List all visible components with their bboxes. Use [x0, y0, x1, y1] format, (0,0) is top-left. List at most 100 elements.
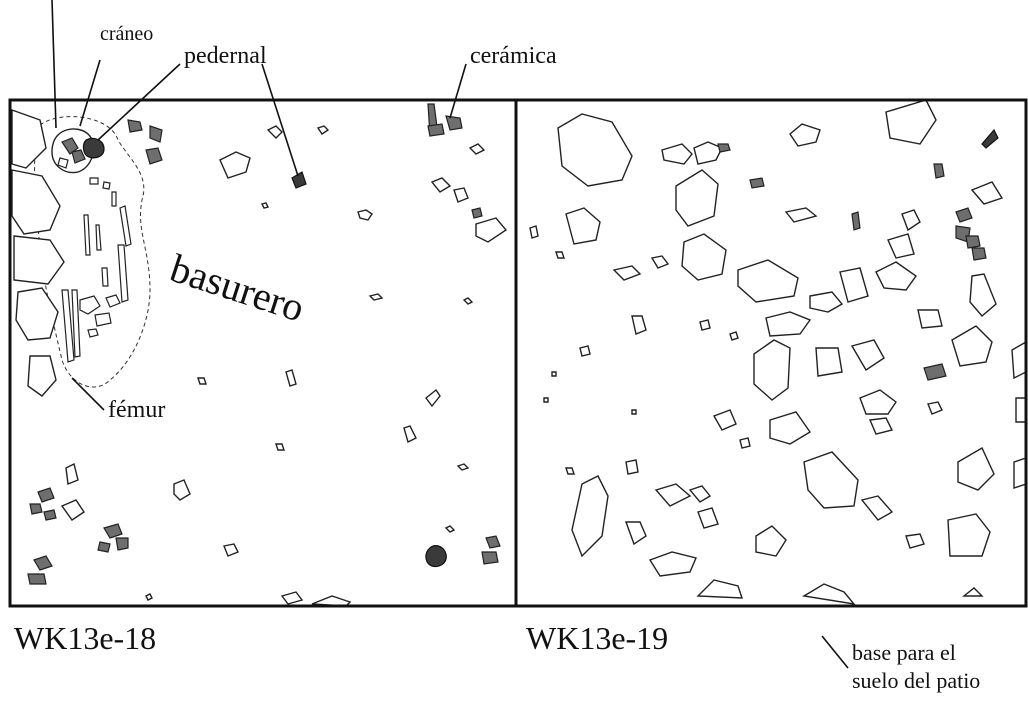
- label-ceramica: cerámica: [470, 43, 557, 69]
- stone: [693, 141, 723, 165]
- left-unit-stones: [60, 125, 508, 607]
- stone: [970, 181, 1004, 205]
- stone: [648, 551, 697, 577]
- femur-bone: [71, 289, 81, 358]
- stone: [571, 475, 609, 558]
- stone: [969, 273, 997, 317]
- flint-piece: [425, 545, 447, 568]
- stone: [860, 495, 894, 521]
- stone: [579, 345, 591, 357]
- stone: [675, 169, 719, 227]
- ceramic-sherd: [103, 523, 123, 539]
- bone-fragment: [83, 214, 91, 256]
- ceramic-sherd: [485, 535, 501, 549]
- femur-bone: [61, 289, 75, 363]
- stone: [803, 451, 859, 509]
- stone: [475, 217, 508, 243]
- flint-piece: [291, 171, 307, 189]
- ceramic-sherd: [427, 123, 445, 137]
- stone: [529, 225, 539, 239]
- ceramic-sherd: [127, 119, 143, 133]
- stone: [927, 401, 943, 415]
- burial-pit-outline: [34, 116, 151, 388]
- stone: [1013, 457, 1027, 489]
- stone: [11, 109, 47, 169]
- leader-line-ceramica: [449, 63, 467, 119]
- bone-fragment: [95, 224, 102, 251]
- label-craneo: cráneo: [100, 23, 154, 45]
- skull-fragment: [61, 137, 79, 155]
- bone-fragment: [102, 181, 111, 190]
- stone: [15, 287, 59, 341]
- unit-label-right: WK13e-19: [526, 620, 669, 656]
- stone: [875, 261, 917, 291]
- stone: [769, 411, 812, 445]
- stone: [280, 591, 304, 605]
- stone: [737, 259, 799, 303]
- stone: [887, 233, 915, 259]
- stone: [696, 579, 743, 599]
- ceramic-sherd: [97, 541, 111, 553]
- stone: [60, 499, 85, 521]
- stone: [357, 209, 373, 221]
- stone: [699, 319, 711, 331]
- stone: [755, 525, 787, 557]
- stone: [565, 207, 601, 245]
- stone: [905, 533, 925, 549]
- stone: [801, 583, 856, 605]
- stone: [1011, 340, 1027, 380]
- bone-fragment: [79, 295, 101, 315]
- stone: [456, 463, 470, 471]
- leader-lines: [51, 0, 849, 669]
- stone: [901, 209, 921, 232]
- stone: [957, 447, 995, 491]
- bone-fragment: [89, 177, 99, 185]
- stone: [65, 462, 79, 485]
- ceramic-sherd: [955, 207, 973, 223]
- ceramic-sherd: [33, 555, 53, 571]
- stone: [815, 347, 843, 377]
- stone: [650, 255, 670, 269]
- stone: [260, 202, 270, 209]
- stone: [859, 389, 897, 415]
- bone-fragment: [111, 191, 117, 207]
- stone: [368, 293, 384, 301]
- stone: [27, 355, 57, 397]
- stone: [631, 409, 637, 415]
- ceramic-sherd: [145, 147, 163, 165]
- stone: [453, 187, 469, 203]
- stone: [543, 397, 549, 403]
- flint-piece: [981, 128, 999, 149]
- bone-fragment: [87, 328, 99, 338]
- right-unit-artifacts: [717, 128, 999, 381]
- stone: [625, 459, 639, 475]
- stone: [266, 125, 283, 139]
- leader-line-craneo: [79, 59, 101, 127]
- ceramic-sherd: [29, 503, 43, 515]
- stone: [917, 309, 943, 329]
- ceramic-sherd: [37, 487, 55, 503]
- stone: [173, 479, 191, 501]
- label-pedernal: pedernal: [184, 43, 267, 69]
- stone: [551, 371, 557, 377]
- stone: [285, 369, 297, 387]
- stone: [275, 443, 285, 451]
- stone: [765, 311, 812, 337]
- stone: [13, 235, 65, 285]
- stone: [631, 315, 647, 335]
- skull-fragment: [57, 157, 69, 169]
- stone: [753, 339, 791, 401]
- stone: [468, 143, 486, 155]
- ceramic-sherd: [965, 235, 981, 249]
- left-unit-artifacts: [27, 103, 501, 585]
- stone: [654, 483, 692, 507]
- ceramic-sherd: [971, 247, 987, 261]
- leader-line-top-left: [51, 0, 57, 129]
- unit-label-left: WK13e-18: [14, 620, 157, 656]
- right-unit-stones: [529, 99, 1027, 605]
- ceramic-sherd: [923, 363, 947, 381]
- bone-fragment: [94, 312, 112, 327]
- stone: [951, 325, 993, 367]
- ceramic-sherd: [445, 115, 463, 131]
- stone: [947, 513, 991, 557]
